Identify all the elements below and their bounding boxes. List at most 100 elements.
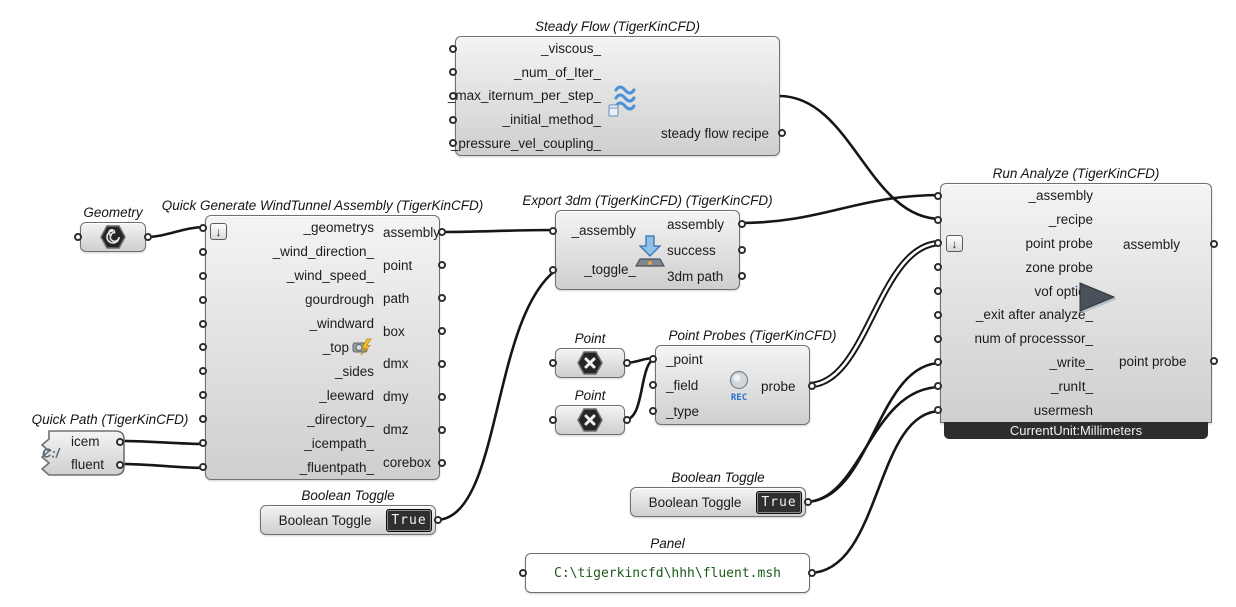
input-port-label: _field [666, 377, 699, 393]
point-component-1[interactable]: Point [549, 331, 631, 378]
input-stub[interactable] [549, 265, 557, 274]
output-stub[interactable] [438, 294, 446, 303]
output-stub[interactable] [804, 498, 812, 506]
input-stub[interactable] [934, 215, 942, 224]
input-port-label: _sides [334, 363, 374, 379]
wire-toggle2-to-runit[interactable] [803, 385, 943, 504]
component-title: Quick Generate WindTunnel Assembly (Tige… [161, 198, 484, 213]
input-stub[interactable] [199, 367, 207, 376]
output-stub[interactable] [116, 437, 124, 446]
output-stub[interactable] [438, 458, 446, 467]
input-port-label: _pressure_vel_coupling_ [450, 135, 601, 151]
input-stub[interactable] [934, 334, 942, 343]
input-stub[interactable] [649, 407, 657, 415]
input-stub[interactable] [519, 569, 527, 577]
toggle-value-button[interactable]: True [386, 508, 432, 532]
input-stub[interactable] [934, 382, 942, 391]
wire-exportassembly-to-run[interactable] [737, 193, 943, 225]
input-stub[interactable] [934, 263, 942, 272]
component-title: Export 3dm (TigerKinCFD) (TigerKinCFD) [522, 193, 773, 208]
quick-path-component[interactable]: Quick Path (TigerKinCFD) C:/ icem fluent [32, 412, 188, 476]
output-stub[interactable] [738, 220, 746, 228]
output-stub[interactable] [1210, 357, 1218, 365]
input-stub[interactable] [449, 68, 457, 77]
wire-geometry-to-geometrys[interactable] [144, 225, 208, 239]
input-stub[interactable] [649, 355, 657, 363]
output-port-label: dmx [383, 356, 409, 372]
wire-toggle1-to-toggle[interactable] [433, 268, 558, 522]
input-stub[interactable] [449, 139, 457, 148]
output-stub[interactable] [623, 359, 631, 367]
input-port-label: usermesh [1033, 402, 1093, 418]
panel-text[interactable]: C:\tigerkincfd\hhh\fluent.msh [554, 565, 781, 581]
point-component-2[interactable]: Point [549, 388, 631, 435]
input-stub[interactable] [74, 233, 82, 241]
wire-assembly-to-export[interactable] [437, 228, 558, 234]
input-stub[interactable] [549, 226, 557, 235]
input-stub[interactable] [934, 310, 942, 319]
input-stub[interactable] [199, 343, 207, 352]
input-stub[interactable] [199, 319, 207, 328]
geometry-component[interactable]: Geometry [74, 205, 152, 252]
output-stub[interactable] [438, 261, 446, 270]
output-stub[interactable] [438, 392, 446, 401]
export-3dm-component[interactable]: Export 3dm (TigerKinCFD) (TigerKinCFD) _… [522, 193, 773, 290]
component-title: Run Analyze (TigerKinCFD) [992, 166, 1160, 181]
output-port-label: point [383, 257, 413, 273]
output-stub[interactable] [738, 246, 746, 254]
panel-component[interactable]: Panel C:\tigerkincfd\hhh\fluent.msh [519, 536, 816, 593]
input-stub[interactable] [199, 295, 207, 304]
output-stub[interactable] [808, 569, 816, 577]
output-port-label: icem [71, 434, 100, 449]
output-stub[interactable] [116, 460, 124, 469]
wire-icem-to-icempath[interactable] [122, 439, 208, 446]
input-stub[interactable] [199, 391, 207, 400]
output-stub[interactable] [438, 425, 446, 434]
collapse-arrow-icon[interactable]: ↓ [946, 235, 963, 252]
input-stub[interactable] [934, 239, 942, 248]
quick-path-body [40, 430, 125, 476]
wire-recipe-to-run[interactable] [777, 94, 943, 221]
input-stub[interactable] [549, 359, 557, 367]
run-analyze-component[interactable]: Run Analyze (TigerKinCFD) ↓ _assembly _r… [934, 166, 1218, 439]
boolean-toggle-component-2[interactable]: Boolean Toggle Boolean Toggle True [630, 470, 812, 517]
output-stub[interactable] [778, 129, 786, 137]
input-stub[interactable] [199, 415, 207, 424]
component-title: Point [574, 388, 606, 403]
toggle-value-button[interactable]: True [756, 490, 802, 514]
input-stub[interactable] [934, 287, 942, 296]
input-stub[interactable] [449, 115, 457, 124]
input-stub[interactable] [934, 406, 942, 415]
output-stub[interactable] [438, 327, 446, 336]
input-stub[interactable] [449, 44, 457, 53]
input-stub[interactable] [199, 439, 207, 448]
point-probes-component[interactable]: Point Probes (TigerKinCFD) _point _field… [649, 328, 836, 425]
input-stub[interactable] [199, 247, 207, 256]
output-stub[interactable] [1210, 240, 1218, 248]
input-port-label: _icempath_ [304, 435, 374, 451]
output-stub[interactable] [738, 272, 746, 280]
output-stub[interactable] [434, 516, 442, 524]
input-stub[interactable] [934, 191, 942, 200]
steady-flow-component[interactable]: Steady Flow (TigerKinCFD) _viscous_ _num… [448, 19, 786, 156]
collapse-arrow-icon[interactable]: ↓ [210, 223, 227, 240]
input-stub[interactable] [649, 381, 657, 389]
output-port-label: probe [761, 378, 796, 394]
input-stub[interactable] [934, 358, 942, 367]
input-stub[interactable] [199, 223, 207, 232]
output-stub[interactable] [438, 228, 446, 237]
input-stub[interactable] [199, 271, 207, 280]
wire-panel-to-usermesh[interactable] [807, 409, 943, 575]
wire-fluent-to-fluentpath[interactable] [122, 462, 208, 470]
input-stub[interactable] [549, 416, 557, 424]
input-stub[interactable] [449, 91, 457, 100]
output-stub[interactable] [808, 382, 816, 390]
input-stub[interactable] [199, 463, 207, 472]
output-stub[interactable] [144, 233, 152, 241]
wire-probe-to-pointprobe[interactable] [805, 239, 945, 389]
boolean-toggle-component-1[interactable]: Boolean Toggle Boolean Toggle True [260, 488, 442, 535]
output-stub[interactable] [438, 359, 446, 368]
input-port-label: vof option [1034, 283, 1093, 299]
output-stub[interactable] [623, 416, 631, 424]
windtunnel-assembly-component[interactable]: Quick Generate WindTunnel Assembly (Tige… [162, 198, 483, 480]
